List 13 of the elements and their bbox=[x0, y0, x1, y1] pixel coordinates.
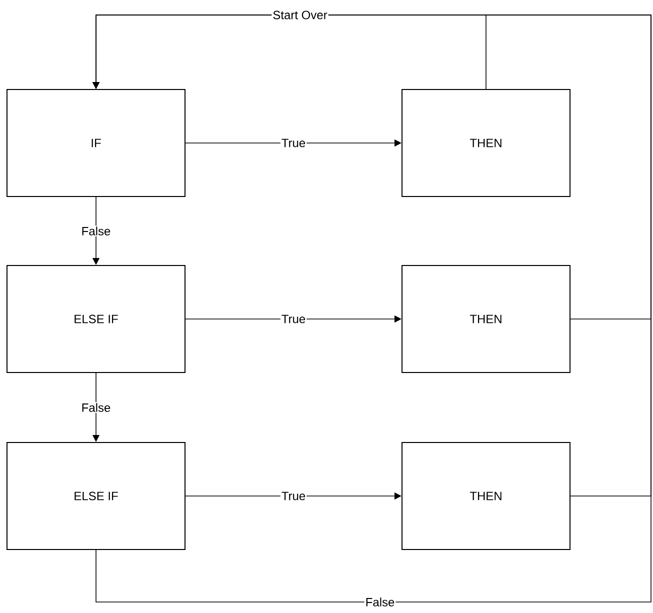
edge-label: False bbox=[80, 402, 112, 413]
process-box: IF bbox=[6, 89, 186, 197]
process-box: ELSE IF bbox=[6, 442, 186, 550]
process-box: THEN bbox=[402, 89, 570, 197]
edge-label: False bbox=[80, 226, 112, 236]
edge-label: True bbox=[280, 490, 307, 502]
process-box: THEN bbox=[402, 265, 570, 373]
edge-label: True bbox=[280, 138, 307, 148]
process-box: THEN bbox=[402, 442, 570, 550]
edge-label: True bbox=[280, 314, 307, 324]
edge-label: False bbox=[364, 596, 396, 608]
process-box: ELSE IF bbox=[6, 265, 186, 373]
edge-label: Start Over bbox=[272, 10, 328, 20]
